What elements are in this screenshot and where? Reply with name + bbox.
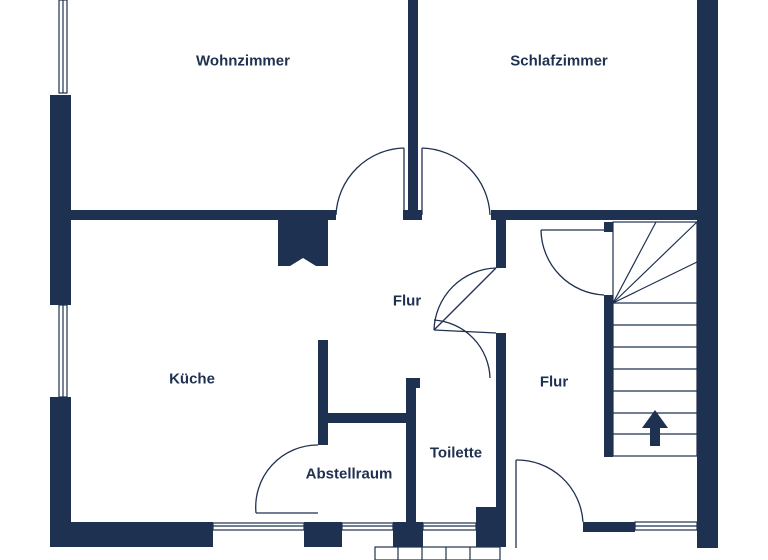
- wall-bottom-toilet: [393, 522, 423, 547]
- staircase: [374, 221, 698, 560]
- wall-storage-left: [318, 340, 328, 445]
- door-bedroom-hall-swing: [433, 267, 497, 331]
- wall-hall-right: [496, 218, 506, 268]
- wall-bottom-left: [50, 522, 213, 547]
- door-living-swing: [335, 147, 405, 216]
- wall-top-divider: [408, 0, 418, 218]
- wall-divider-stub: [403, 210, 422, 220]
- wall-stair-top: [604, 222, 613, 232]
- chimney-detail: [290, 258, 316, 266]
- wall-toilet-left: [406, 378, 416, 523]
- door-entrance-swing: [515, 459, 584, 523]
- wall-toilet-right: [496, 333, 506, 523]
- wall-bottom-mid: [304, 522, 342, 547]
- wall-right: [697, 0, 718, 548]
- wall-living-bottom: [71, 210, 336, 220]
- room-label-kueche: Küche: [169, 370, 215, 388]
- wall-bottom-corner: [697, 522, 718, 547]
- room-label-abstellraum: Abstellraum: [305, 465, 393, 483]
- room-label-flur-right: Flur: [539, 373, 569, 391]
- wall-storage-top: [328, 413, 408, 423]
- room-label-schlafzimmer: Schlafzimmer: [510, 52, 608, 70]
- door-storage-swing: [255, 444, 319, 514]
- wall-bottom-right: [583, 522, 635, 532]
- doors: [255, 147, 605, 548]
- wall-bedroom-bottom: [491, 210, 697, 220]
- room-label-toilette: Toilette: [429, 444, 483, 462]
- wall-left-lower: [50, 397, 71, 547]
- wall-toilet-stub: [416, 378, 420, 388]
- wall-bottom-stair: [476, 522, 506, 547]
- door-stair-swing: [540, 229, 605, 296]
- wall-stair-left: [604, 295, 613, 457]
- door-toilet-swing: [433, 319, 491, 379]
- windows: [58, 0, 698, 531]
- room-label-wohnzimmer: Wohnzimmer: [196, 52, 290, 70]
- arrow-up-icon: [642, 410, 668, 446]
- door-bedroom-swing: [421, 147, 491, 216]
- wall-toilet-corner: [476, 507, 496, 523]
- wall-left-upper: [50, 95, 71, 305]
- walls: [50, 0, 718, 548]
- room-label-flur-top: Flur: [392, 292, 422, 310]
